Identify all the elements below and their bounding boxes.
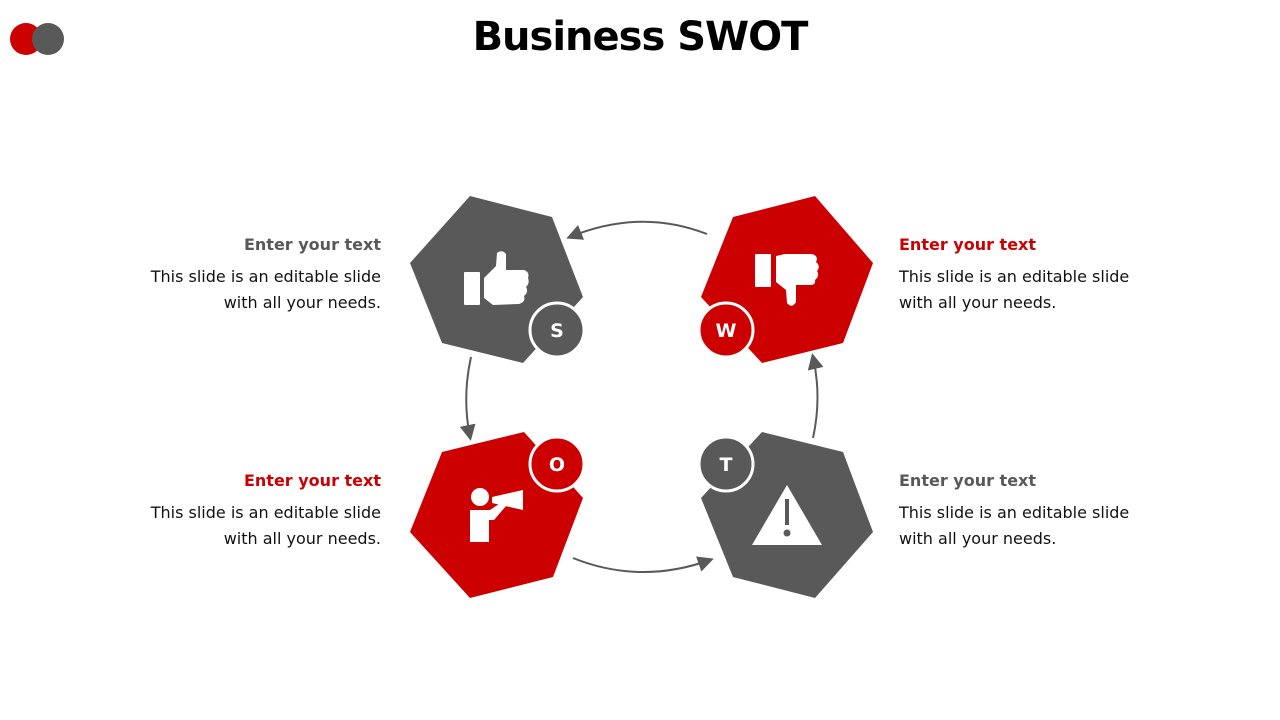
body-line: This slide is an editable slide <box>150 267 381 286</box>
heading: Enter your text <box>243 471 381 490</box>
body-line: with all your needs. <box>899 529 1057 548</box>
body-line: This slide is an editable slide <box>899 503 1130 522</box>
badge-letter: T <box>720 454 733 476</box>
badge-letter: O <box>549 454 565 476</box>
badge-t: T <box>697 435 755 493</box>
thumbs-up-icon <box>464 251 529 305</box>
threat-text: Enter your text This slide is an editabl… <box>899 471 1159 552</box>
thumbs-down-icon <box>755 254 819 306</box>
arrow-t-to-w <box>807 353 824 439</box>
arrow-o-to-t <box>572 556 714 573</box>
badge-w: W <box>697 301 755 359</box>
body-line: This slide is an editable slide <box>899 267 1130 286</box>
badge-letter: S <box>550 320 564 342</box>
strength-text: Enter your text This slide is an editabl… <box>121 235 381 316</box>
heading: Enter your text <box>899 471 1037 490</box>
arrow-s-to-o <box>459 356 476 441</box>
logo-circles <box>10 23 64 55</box>
megaphone-person-icon <box>470 488 523 542</box>
slide-title: Business SWOT <box>472 14 809 60</box>
badge-o: O <box>528 435 586 493</box>
heading: Enter your text <box>899 235 1037 254</box>
arrow-w-to-s <box>566 220 708 240</box>
opportunity-text: Enter your text This slide is an editabl… <box>121 471 381 552</box>
body-line: with all your needs. <box>223 293 381 312</box>
warning-icon <box>752 485 822 545</box>
body-line: with all your needs. <box>899 293 1057 312</box>
body-line: with all your needs. <box>223 529 381 548</box>
weakness-text: Enter your text This slide is an editabl… <box>899 235 1159 316</box>
badge-s: S <box>528 301 586 359</box>
body-line: This slide is an editable slide <box>150 503 381 522</box>
badge-letter: W <box>716 320 737 342</box>
heading: Enter your text <box>243 235 381 254</box>
